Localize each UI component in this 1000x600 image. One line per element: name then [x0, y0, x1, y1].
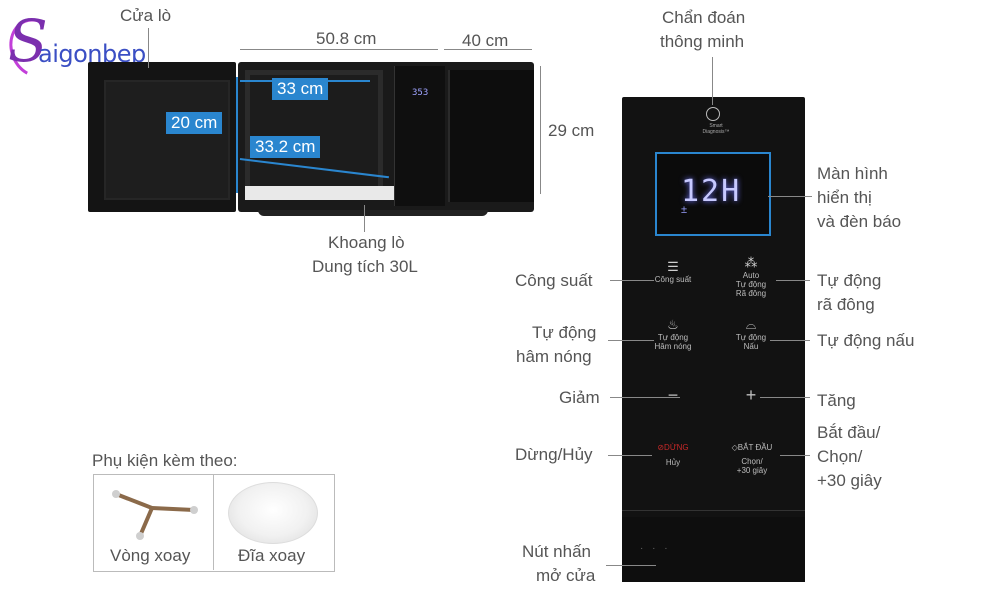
cavity-callout-line [364, 205, 365, 232]
smart-diagnosis-icon [706, 107, 720, 121]
door-button-callout-line [606, 565, 656, 566]
display-label-1: Màn hình [817, 164, 888, 183]
cook-callout-line [770, 340, 810, 341]
microwave-foot [258, 210, 488, 216]
decrease-callout-line [610, 397, 680, 398]
stop-callout-line [608, 455, 652, 456]
inner-height-arrow [236, 77, 238, 193]
microwave-control-strip [394, 66, 445, 206]
cancel-label: Hủy [665, 458, 681, 467]
power-label: Công suất [515, 271, 593, 290]
auto-small-label: Auto [742, 271, 760, 280]
turntable-plate-icon [228, 482, 318, 544]
width-dimension-line [240, 49, 438, 50]
defrost-label-1: Tự động [817, 271, 882, 290]
accessories-box [93, 474, 335, 572]
start-label-1: Bắt đầu/ [817, 423, 881, 442]
reheat-label-1: Tự động [657, 333, 689, 342]
mini-display: 353 [412, 88, 429, 98]
start-label-2: Chọn/ [817, 447, 863, 466]
depth-label: 40 cm [462, 31, 509, 50]
logo-initial: S [8, 7, 48, 75]
cook-label-1: Tự động [735, 333, 767, 342]
auto-defrost-button[interactable]: ⁂ Auto Tự động Rã đông [726, 255, 776, 298]
accessory-ring-label: Vòng xoay [110, 546, 191, 565]
cook-label: Tự động nấu [817, 331, 915, 350]
accessories-title: Phụ kiện kèm theo: [92, 451, 238, 470]
start-label-3: +30 giây [817, 471, 882, 490]
power-callout-line [610, 280, 654, 281]
select-label: Chọn/ [741, 457, 763, 466]
control-panel: Smart Diagnosis™ 12H ± ☰ Công suất ⁂ Aut… [622, 97, 805, 582]
display-label-3: và đèn báo [817, 212, 902, 231]
reheat-label-2: hâm nóng [516, 347, 592, 366]
reheat-label-1: Tự động [532, 323, 597, 342]
reheat-icon: ♨ [667, 317, 679, 332]
decrease-button[interactable]: − [658, 385, 688, 405]
display-label-2: hiển thị [817, 188, 872, 207]
stop-label: ⊘DỪNG [657, 443, 689, 452]
inner-depth-tag: 33.2 cm [250, 136, 321, 158]
defrost-label-2: rã đông [817, 295, 875, 314]
inner-width-tag: 33 cm [272, 78, 329, 100]
door-button-label-1: Nút nhấn [522, 542, 591, 561]
increase-label: Tăng [817, 391, 856, 410]
start-label: ◇BẮT ĐẦU [731, 443, 773, 452]
defrost-callout-line [776, 280, 810, 281]
width-label: 50.8 cm [316, 29, 377, 48]
start-button[interactable]: ◇BẮT ĐẦU Chọn/ +30 giây [722, 443, 782, 475]
display-callout-line [768, 196, 812, 197]
accessory-plate-label: Đĩa xoay [238, 546, 306, 565]
door-button-label-2: mở cửa [536, 566, 596, 585]
door-open-button[interactable] [622, 517, 805, 582]
inner-height-tag: 20 cm [166, 112, 223, 134]
defrost-icon: ⁂ [744, 255, 758, 270]
plus-icon: + [745, 385, 757, 405]
brand-logo: S aigonbep [1, 10, 188, 85]
increase-button[interactable]: + [736, 385, 766, 405]
cook-label-2: Nấu [743, 342, 759, 351]
cook-pot-icon: ⌓ [745, 317, 757, 332]
display-screen: 12H ± [655, 152, 771, 236]
auto-reheat-button[interactable]: ♨ Tự động Hâm nóng [648, 317, 698, 351]
cavity-label-2: Dung tích 30L [312, 257, 418, 276]
turntable-ring-icon [112, 490, 198, 540]
depth-dimension-line [444, 49, 532, 50]
plus30-label: +30 giây [736, 466, 768, 475]
smart-label-1: Chẩn đoán [662, 8, 746, 27]
smart-callout-line [712, 57, 713, 105]
height-label: 29 cm [548, 121, 595, 140]
accessories-divider [213, 474, 214, 570]
cavity-label-1: Khoang lò [328, 233, 405, 252]
smart-diagnosis-caption: Smart Diagnosis™ [702, 123, 730, 135]
increase-callout-line [760, 397, 810, 398]
microwave-side [448, 70, 534, 202]
auto-cook-button[interactable]: ⌓ Tự động Nấu [726, 317, 776, 351]
reheat-callout-line [608, 340, 654, 341]
decrease-label: Giảm [559, 388, 600, 407]
stop-cancel-button[interactable]: ⊘DỪNG Hủy [646, 443, 700, 467]
power-button[interactable]: ☰ Công suất [648, 259, 698, 284]
start-callout-line [780, 455, 810, 456]
defrost-label-1: Tự động [735, 280, 767, 289]
door-label: Cửa lò [120, 6, 172, 25]
reheat-label-2: Hâm nóng [654, 342, 692, 351]
smart-label-2: thông minh [660, 32, 745, 51]
display-digits: 12H [681, 174, 742, 209]
stop-label: Dừng/Hủy [515, 445, 593, 464]
door-callout-line [148, 28, 149, 68]
power-icon: ☰ [667, 259, 679, 274]
microwave-label-plate [245, 186, 415, 200]
door-button-dots: · · · [640, 543, 671, 554]
minus-icon: − [667, 385, 679, 405]
height-dimension-line [540, 66, 541, 194]
microwave-door-window [104, 80, 230, 200]
panel-divider [622, 510, 805, 511]
display-indicator: ± [681, 204, 688, 216]
power-button-label: Công suất [654, 275, 692, 284]
defrost-label-2: Rã đông [735, 289, 767, 298]
